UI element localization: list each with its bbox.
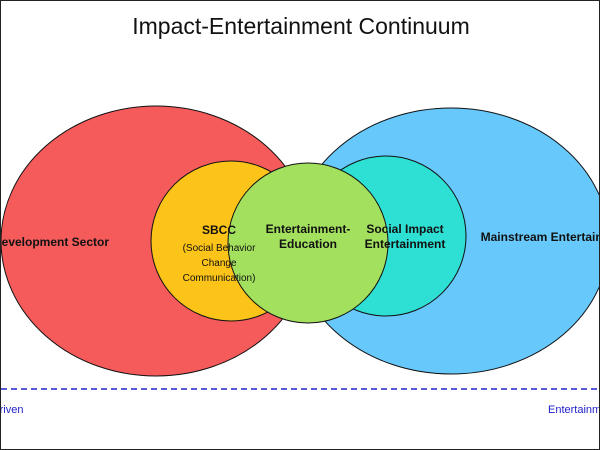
development-sector-label: Development Sector	[1, 235, 109, 249]
entertainment-education-label-line: Education	[279, 237, 337, 251]
sbcc-label: SBCC	[202, 223, 236, 237]
sbcc-sublabel-line: Change	[201, 258, 236, 269]
continuum-left-label: Impact-Driven	[1, 404, 23, 416]
social-impact-label-line: Social Impact	[366, 222, 443, 236]
continuum-right-label: Entertainment-Driven	[548, 404, 600, 416]
entertainment-education-circle	[227, 162, 389, 324]
page-title: Impact-Entertainment Continuum	[132, 13, 470, 39]
sbcc-sublabel-line: (Social Behavior	[183, 243, 256, 254]
sbcc-sublabel-line: Communication)	[183, 273, 256, 284]
mainstream-entertainment-label: Mainstream Entertainment	[481, 230, 600, 244]
social-impact-label-line: Entertainment	[365, 237, 446, 251]
entertainment-education-label-line: Entertainment-	[266, 222, 351, 236]
